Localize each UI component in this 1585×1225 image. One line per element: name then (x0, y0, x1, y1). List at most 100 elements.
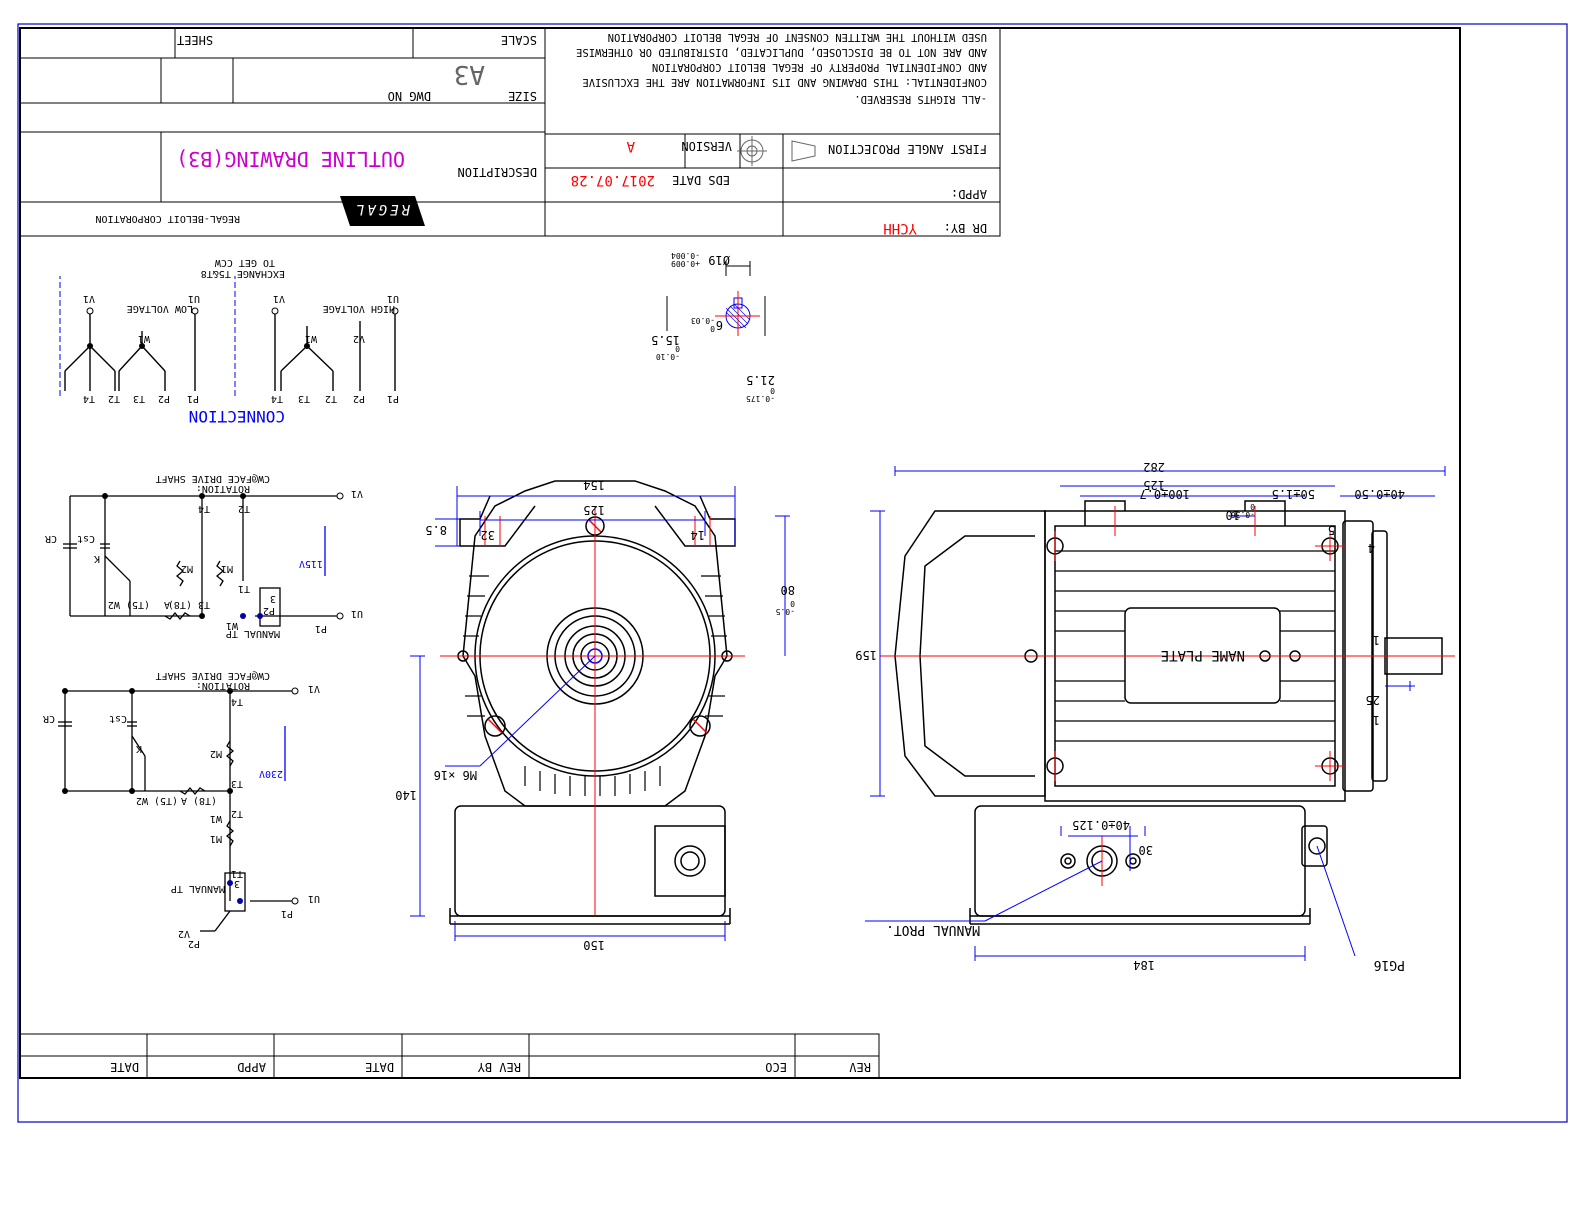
hv-w1: W1 (305, 333, 317, 344)
w115-t5: (T5) W2 (108, 599, 150, 610)
dim-side-10-tol-upper: 0 (1250, 502, 1255, 511)
w230-manual-tp: MANUAL TP (171, 883, 225, 894)
dwg-no-label: DWG NO (388, 89, 431, 103)
lv-t4: T4 (83, 393, 95, 404)
dim-side-282: 282 (1143, 460, 1165, 474)
scale-label: SCALE (501, 33, 537, 47)
w115-t2: T2 (238, 503, 250, 514)
w115-v1: V1 (351, 488, 363, 499)
dim-front-32: 32 (481, 528, 495, 542)
dim-side-4: 4 (1368, 541, 1375, 555)
confidential-line-1: CONFIDENTIAL: THIS DRAWING AND ITS INFOR… (582, 76, 987, 88)
dim-front-80-tol-upper: 0 (790, 599, 795, 608)
dim-front-14: 14 (691, 528, 705, 542)
shaft-key: 6 (716, 318, 723, 332)
hv-v1: V1 (273, 293, 285, 304)
outer-frame (17, 23, 1568, 1123)
front-view-dimensions (410, 486, 790, 941)
eds-date-label: EDS DATE (672, 173, 730, 187)
lv-v1: V1 (83, 293, 95, 304)
dim-side-30: 30 (1139, 843, 1153, 857)
projection-label: FIRST ANGLE PROJECTION (828, 142, 987, 156)
lv-t3: T3 (133, 393, 145, 404)
manual-prot-label: MANUAL PROT. (886, 922, 980, 937)
dim-front-bolt: M6 ×16 (434, 768, 477, 782)
shaft-dia-tol-upper: +0.009 (671, 259, 700, 268)
w230-u1: U1 (308, 893, 320, 904)
dim-front-80: 80 (781, 583, 795, 597)
rev-header-date2: DATE (365, 1060, 394, 1074)
w230-rotation-1: CW@FACE DRIVE SHAFT (156, 670, 270, 681)
revision-block (19, 1033, 880, 1079)
size-value: A3 (454, 59, 485, 89)
low-voltage-label: LOW VOLTAGE (127, 303, 193, 314)
shaft-key-tol-lower: -0.03 (691, 316, 715, 325)
wiring-115-labels: 115V CW@FACE DRIVE SHAFT ROTATION: MANUA… (44, 473, 363, 639)
dim-front-125: 125 (583, 503, 605, 517)
w115-k: K (94, 553, 100, 564)
connection-nodes (86, 307, 399, 349)
dim-side-184: 184 (1133, 958, 1155, 972)
rev-header-revby: REV BY (477, 1060, 521, 1074)
rights-note: -ALL RIGHTS RESERVED. (854, 93, 987, 105)
rev-header-date: DATE (110, 1060, 139, 1074)
dim-side-100: 100±0.7 (1139, 487, 1190, 501)
shaft-key-tol-upper: 0 (710, 324, 715, 333)
w230-t2: T2 (231, 808, 243, 819)
dim-side-1a: 1 (1373, 633, 1380, 647)
shaft-dia: Ø19 (708, 253, 730, 267)
w115-m1: M1 (221, 563, 233, 574)
name-plate-label: NAME PLATE (1161, 647, 1245, 663)
w115-rotation-1: CW@FACE DRIVE SHAFT (156, 473, 270, 484)
w115-a: A (164, 599, 170, 610)
w115-u1: U1 (351, 608, 363, 619)
shaft-detail (666, 261, 766, 336)
w115-cst: Cst (77, 533, 95, 544)
shaft-detail-labels: Ø19 +0.009 -0.004 6 0 -0.03 15.5 0 -0.10… (651, 251, 775, 403)
connection-title: CONNECTION (189, 407, 285, 426)
front-view-dim-labels: 154 125 32 14 8.5 140 80 0 -0.5 150 M6 ×… (395, 478, 795, 952)
dim-side-159: 159 (855, 648, 877, 662)
w115-p1: P1 (315, 623, 327, 634)
w115-voltage: 115V (299, 558, 323, 569)
shaft-height-tol-lower: -0.10 (656, 352, 680, 361)
dim-front-80-tol-lower: -0.5 (776, 607, 795, 616)
dim-front-8-5: 8.5 (425, 523, 447, 537)
hv-p2: P2 (353, 393, 365, 404)
dim-side-40-box: 40±0.125 (1072, 818, 1130, 832)
w230-t1: T1 (231, 868, 243, 879)
sheet-label: SHEET (177, 33, 213, 47)
w115-cr: CR (44, 533, 57, 544)
drby-label: DR BY: (944, 221, 987, 235)
w230-w2: W2 (136, 795, 148, 806)
eds-date-value: 2017.07.28 (571, 172, 655, 188)
rev-header-rev: REV (849, 1060, 871, 1074)
dim-side-25: 25 (1366, 693, 1380, 707)
dim-side-10: 10 (1226, 508, 1240, 522)
w230-t8: (T8) (193, 795, 217, 806)
side-view-centerlines (880, 506, 1455, 886)
regal-logo-text: REGAL (353, 201, 410, 217)
w230-v2: V2 (178, 928, 190, 939)
high-voltage-label: HIGH VOLTAGE (323, 303, 395, 314)
wiring-115 (63, 495, 340, 627)
hv-p1: P1 (387, 393, 399, 404)
shaft-total-tol-upper: 0 (770, 386, 775, 395)
side-view-dimensions (865, 466, 1446, 961)
rev-header-eco: ECO (765, 1060, 787, 1074)
w230-m1: M1 (210, 833, 222, 844)
w230-t5: (T5) (154, 795, 178, 806)
w230-t3: T3 (231, 778, 243, 789)
w115-w1: W1 (226, 620, 238, 631)
w115-t3: T3 (T8) (168, 599, 210, 610)
lv-p1: P1 (187, 393, 199, 404)
lv-u1: U1 (188, 293, 200, 304)
appd-label: APPD: (951, 187, 987, 201)
connection-diagram (59, 276, 396, 396)
wiring-115-nodes (102, 492, 344, 620)
front-view-centerlines (440, 506, 745, 916)
inner-frame (19, 27, 1461, 1079)
lv-t2: T2 (108, 393, 120, 404)
w230-voltage: 230V (259, 768, 283, 779)
